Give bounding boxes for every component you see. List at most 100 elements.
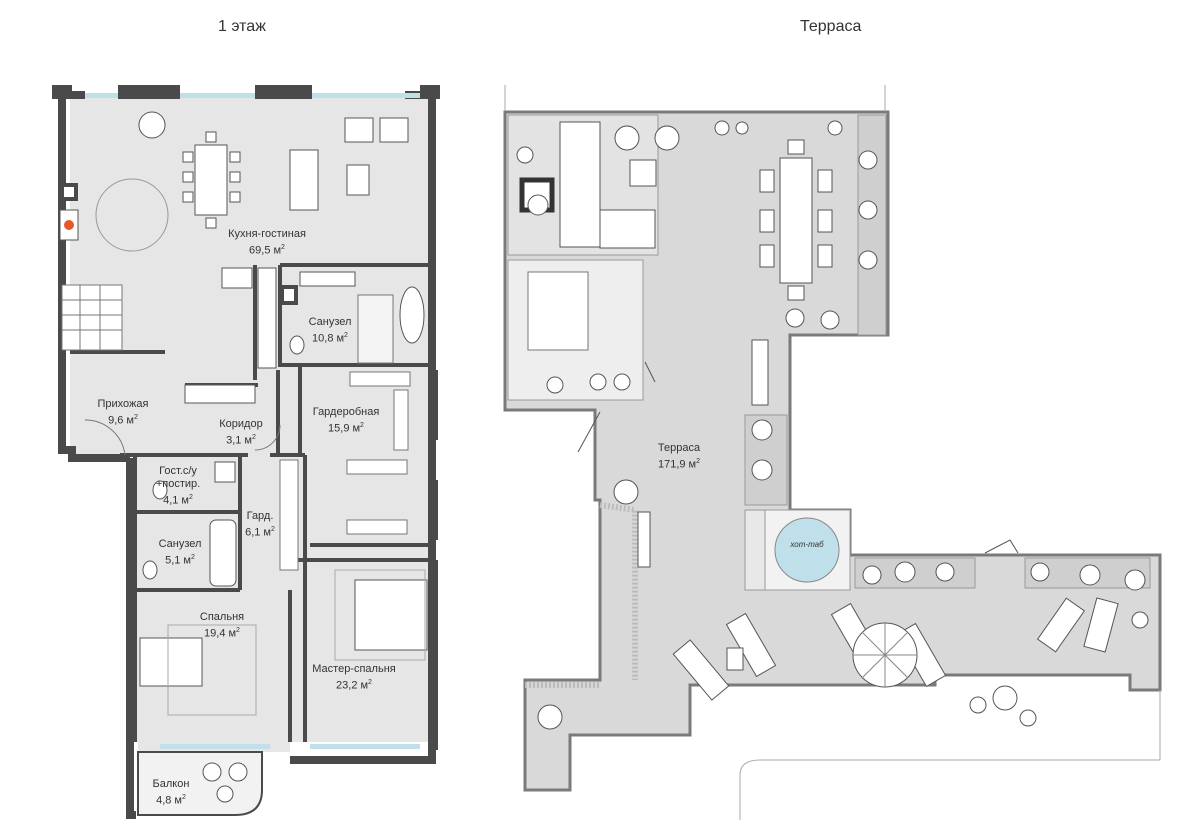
room-area: 3,1 м2 bbox=[226, 434, 256, 447]
room-area: 5,1 м2 bbox=[165, 554, 195, 567]
hot-tub bbox=[774, 517, 840, 583]
bench-mid bbox=[751, 339, 769, 406]
side-table bbox=[726, 647, 744, 671]
exit-chair-1 bbox=[546, 376, 564, 394]
room-label-gard: Гард. 6,1 м2 bbox=[245, 510, 275, 540]
room-name: Кухня-гостиная bbox=[228, 228, 306, 240]
room-label-kitchen: Кухня-гостиная 69,5 м2 bbox=[228, 228, 306, 258]
armchair-1 bbox=[344, 117, 374, 143]
exit-chair-3 bbox=[613, 373, 631, 391]
wardrobe-rack-1 bbox=[349, 371, 411, 387]
room-label-bath2: Санузел 5,1 м2 bbox=[159, 538, 202, 568]
bathtub-oval bbox=[399, 286, 425, 344]
wardrobe-rack-4 bbox=[346, 519, 408, 535]
room-name: Санузел bbox=[308, 316, 352, 328]
room-name: Мастер-спальня bbox=[312, 663, 396, 675]
room-label-master: Мастер-спальня 23,2 м2 bbox=[312, 663, 395, 693]
window-bottom-2 bbox=[310, 744, 420, 749]
fireplace-flame-icon bbox=[64, 220, 74, 230]
room-name: Санузел bbox=[158, 538, 202, 550]
gard-rack bbox=[279, 459, 299, 571]
entry-door-swing bbox=[84, 419, 126, 456]
room-label-bath1: Санузел 10,8 м2 bbox=[309, 316, 352, 346]
rug-round bbox=[95, 178, 169, 252]
terrace-plan bbox=[503, 85, 1162, 820]
toilet-1 bbox=[289, 335, 305, 355]
planter-right bbox=[857, 114, 887, 336]
lounge-table bbox=[629, 159, 657, 187]
room-name: Спальня bbox=[199, 611, 245, 623]
toilet-3 bbox=[142, 560, 158, 580]
room-name: Балкон bbox=[152, 778, 190, 790]
floor1-outer-wall bbox=[58, 90, 436, 819]
room-label-wardrobe: Гардеробная 15,9 м2 bbox=[313, 406, 380, 436]
plants bbox=[516, 120, 1149, 730]
chimney-1 bbox=[60, 183, 78, 201]
floor1-title: 1 этаж bbox=[218, 18, 266, 35]
master-bed bbox=[354, 579, 428, 651]
room-label-bedroom: Спальня 19,4 м2 bbox=[200, 611, 244, 641]
floor1-plan bbox=[52, 85, 440, 819]
floor1-floor bbox=[60, 95, 432, 752]
top-pier-1 bbox=[52, 85, 72, 99]
terrace-door-left bbox=[577, 361, 656, 453]
corridor-door-swing bbox=[254, 424, 281, 451]
room-label-guest-wc: Гост.с/у +постир. 4,1 м2 bbox=[156, 465, 200, 508]
plant-1 bbox=[138, 111, 166, 139]
right-pier-3 bbox=[428, 560, 438, 750]
room-name: Гост.с/у bbox=[159, 465, 197, 477]
sofa bbox=[289, 149, 319, 211]
terrace-lower-outline bbox=[739, 690, 1161, 820]
bench-left bbox=[637, 511, 651, 568]
top-pier-4 bbox=[420, 85, 440, 99]
bathtub-rect bbox=[209, 519, 237, 587]
terrace-edge-strip bbox=[525, 502, 638, 688]
room-area: 4,1 м2 bbox=[163, 494, 193, 507]
room-area: 15,9 м2 bbox=[328, 422, 364, 435]
room-area: 171,9 м2 bbox=[657, 458, 701, 471]
wardrobe-rack-3 bbox=[346, 459, 408, 475]
room-area: 19,4 м2 bbox=[204, 627, 240, 640]
bedroom-bed bbox=[139, 637, 203, 687]
lounge-sofa-2 bbox=[599, 209, 656, 249]
window-top-3 bbox=[312, 93, 420, 98]
window-bottom bbox=[160, 744, 270, 749]
kitchen-counter bbox=[257, 267, 277, 369]
room-area: 6,1 м2 bbox=[245, 526, 275, 539]
kitchen-counter-2 bbox=[184, 384, 256, 404]
window-top-1 bbox=[85, 93, 118, 98]
top-pier-3 bbox=[255, 85, 312, 99]
terrace-dining-table bbox=[779, 157, 813, 284]
hot-tub-label: хот-таб bbox=[790, 540, 824, 549]
coffee-table bbox=[346, 164, 370, 196]
washer bbox=[214, 461, 236, 483]
toilet-2 bbox=[152, 480, 168, 500]
terrace-title: Терраса bbox=[800, 18, 862, 35]
balcony-chair-2 bbox=[228, 762, 248, 782]
lounge-sofa bbox=[559, 121, 601, 248]
room-label-corridor: Коридор 3,1 м2 bbox=[219, 418, 262, 448]
terrace-top-outline bbox=[504, 85, 886, 110]
staircase bbox=[61, 284, 123, 351]
pouf-1 bbox=[614, 125, 640, 151]
kitchen-island bbox=[221, 267, 253, 289]
master-rug bbox=[334, 569, 426, 661]
right-pier-2 bbox=[428, 480, 438, 540]
room-area: 23,2 м2 bbox=[336, 679, 372, 692]
wardrobe-rack-2 bbox=[393, 389, 409, 451]
shower-area bbox=[357, 294, 394, 364]
stair-exit-stairs bbox=[527, 271, 589, 351]
vanity-1 bbox=[299, 271, 356, 287]
parasol-ribs bbox=[853, 623, 917, 687]
chimney-2 bbox=[280, 285, 298, 305]
room-label-balcony: Балкон 4,8 м2 bbox=[153, 778, 190, 808]
room-name: Терраса bbox=[657, 442, 701, 454]
room-name: Прихожая bbox=[97, 398, 149, 410]
bedroom-rug bbox=[167, 624, 257, 716]
armchair-2 bbox=[379, 117, 409, 143]
room-label-terrace: Терраса 171,9 м2 bbox=[658, 442, 700, 472]
room-area: 9,6 м2 bbox=[108, 414, 138, 427]
exit-chair-2 bbox=[589, 373, 607, 391]
room-name: Гардеробная bbox=[312, 406, 380, 418]
room-area: 10,8 м2 bbox=[312, 332, 348, 345]
